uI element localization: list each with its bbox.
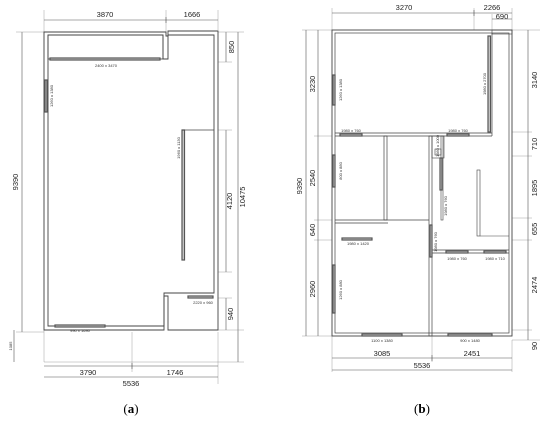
dim-a-right-mid-label: 4120: [225, 193, 234, 210]
dim-b-bottom-total-label: 5536: [414, 361, 431, 370]
label-a-top-window: 2400 x 3470: [95, 63, 118, 68]
dim-b-left-total-label: 9390: [295, 178, 304, 195]
label-b-mid-left-door: 1980 x 760: [341, 128, 362, 133]
label-a-left-window: 1260 x 1380: [49, 84, 54, 107]
label-b-lower-right-door: 1980 x 710: [485, 256, 506, 261]
door-b-center: [439, 157, 443, 191]
label-b-center-door-a: 1980 x 1000: [435, 134, 440, 157]
dim-b-right-2-label: 710: [530, 138, 539, 151]
door-b-mid-right: [446, 133, 470, 137]
caption-b: (b): [414, 401, 430, 416]
window-b-top-right: [487, 35, 492, 133]
dim-b-top-small-label: 690: [496, 12, 509, 21]
door-b-center-low: [429, 224, 433, 258]
label-b-center-door-c: 1980 x 760: [433, 231, 438, 252]
label-b-bottom-left-window: 1100 x 1380: [371, 338, 393, 343]
label-b-top-right-window: 1980 x 2700: [482, 72, 487, 95]
window-a-bottom: [54, 324, 106, 328]
dim-b-right-3-label: 1895: [530, 180, 539, 197]
dim-b-right-1-label: 3140: [530, 72, 539, 89]
label-b-bottom-right-window: 900 x 1480: [460, 338, 481, 343]
label-b-top-left-window: 1260 x 1380: [338, 78, 343, 101]
label-b-mid-right-door: 1980 x 760: [448, 128, 469, 133]
window-a-right: [181, 129, 186, 261]
dim-b-top-right-label: 2266: [484, 3, 501, 12]
dim-a-top-right-label: 1666: [184, 10, 201, 19]
dim-b-right-6-label: 90: [530, 342, 539, 350]
label-a-bottom-window: 990 x 1690: [70, 328, 91, 333]
door-b-mid-left: [339, 133, 363, 137]
dim-b-left-4-label: 2960: [308, 281, 317, 298]
window-b-left-low: [332, 264, 336, 314]
label-b-lower-left-door: 1980 x 1420: [347, 241, 370, 246]
dim-b-right-4-label: 655: [530, 223, 539, 236]
dim-b-left-3-label: 640: [308, 224, 317, 237]
door-b-lower-right: [483, 250, 507, 254]
label-b-lower-mid-door: 1980 x 760: [447, 256, 468, 261]
dim-a-top-left-label: 3870: [97, 10, 114, 19]
floor-plan-b: 3270 2266 690 9390 3230 2540 640 2960 31…: [295, 3, 540, 416]
window-a-left: [44, 79, 48, 113]
door-b-lower-left: [341, 237, 373, 241]
dim-a-left-bottom-label: 1085: [8, 341, 13, 351]
dim-a-left-total-label: 9390: [11, 174, 20, 191]
door-b-lower-mid: [445, 250, 469, 254]
label-b-center-door-b: 1980 x 760: [443, 195, 448, 216]
dim-a-right-top-label: 850: [227, 41, 236, 54]
dim-a-bottom-total-label: 5536: [123, 379, 140, 388]
label-b-left-low-window: 1260 x 880: [338, 279, 343, 300]
dim-a-right-bottom-label: 940: [226, 308, 235, 321]
dim-b-left-2-label: 2540: [308, 170, 317, 187]
dim-b-bottom-right-label: 2451: [464, 349, 481, 358]
dim-b-bottom-left-label: 3085: [374, 349, 391, 358]
label-a-bottom-right-window: 2220 x 960: [193, 300, 214, 305]
label-b-left-mid-window: 800 x 880: [338, 161, 343, 179]
window-a-bottom-right: [187, 295, 214, 299]
dim-b-left-1-label: 3230: [308, 76, 317, 93]
window-a-top: [49, 57, 161, 61]
window-b-left-mid: [332, 154, 336, 188]
dim-a-right-total-label: 10475: [238, 187, 247, 208]
dim-b-top-left-label: 3270: [396, 3, 413, 12]
dim-a-bottom-left-label: 3790: [80, 368, 97, 377]
label-a-right-window: 1960 x 1130: [176, 136, 181, 158]
window-b-bottom-right: [447, 333, 493, 337]
window-b-bottom-left: [361, 333, 403, 337]
caption-a: (a): [123, 401, 138, 416]
dim-a-bottom-right-label: 1746: [167, 368, 184, 377]
floor-plan-a: 3870 1666 9390 850 4120 10475 940 1085 3…: [8, 10, 247, 416]
dim-b-right-5-label: 2474: [530, 277, 539, 294]
window-b-top-left: [332, 74, 336, 106]
